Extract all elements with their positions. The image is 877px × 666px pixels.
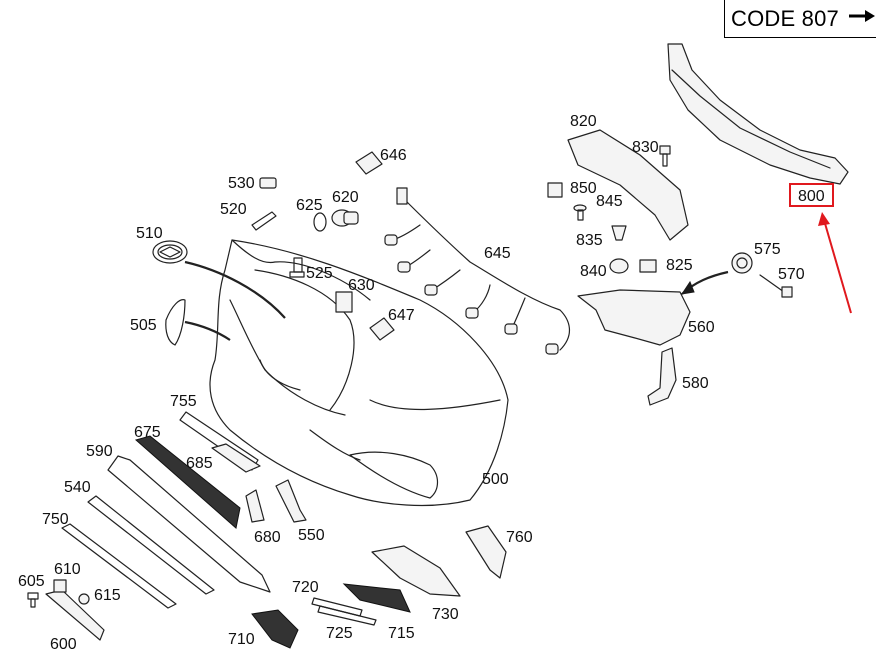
callout-540: 540 <box>64 479 91 496</box>
grommet-840 <box>609 258 629 274</box>
callout-685: 685 <box>186 455 213 472</box>
clip-530 <box>259 177 277 189</box>
bracket-520 <box>251 211 277 231</box>
impact-beam-800 <box>667 43 849 185</box>
pad-646 <box>355 151 383 175</box>
bracket-550 <box>275 479 307 523</box>
callout-520: 520 <box>220 201 247 218</box>
clip-610 <box>53 579 67 593</box>
callout-500: 500 <box>482 471 509 488</box>
pad-647 <box>369 317 395 341</box>
callout-840: 840 <box>580 263 607 280</box>
clip-850 <box>547 182 563 198</box>
callout-600: 600 <box>50 636 77 653</box>
callout-575: 575 <box>754 241 781 258</box>
callout-530: 530 <box>228 175 255 192</box>
grommet-575 <box>731 252 753 274</box>
screw-845 <box>573 204 587 221</box>
bracket-685 <box>211 443 261 473</box>
callout-560: 560 <box>688 319 715 336</box>
callout-725: 725 <box>326 625 353 642</box>
block-630 <box>335 291 353 313</box>
callout-630: 630 <box>348 277 375 294</box>
callout-680: 680 <box>254 529 281 546</box>
bracket-580 <box>647 347 677 406</box>
bolt-830 <box>659 145 671 167</box>
grille-715 <box>342 583 411 613</box>
emblem-510 <box>152 240 188 264</box>
strip-725 <box>317 605 377 626</box>
callout-625: 625 <box>296 197 323 214</box>
screw-615 <box>78 593 90 605</box>
clip-835 <box>611 225 627 241</box>
callout-550: 550 <box>298 527 325 544</box>
callout-675: 675 <box>134 424 161 441</box>
callout-820: 820 <box>570 113 597 130</box>
callout-570: 570 <box>778 266 805 283</box>
callout-720: 720 <box>292 579 319 596</box>
callout-605: 605 <box>18 573 45 590</box>
red-pointer-arrowhead <box>818 212 830 226</box>
callout-646: 646 <box>380 147 407 164</box>
callout-580: 580 <box>682 375 709 392</box>
sensor-620 <box>331 209 359 227</box>
callout-505: 505 <box>130 317 157 334</box>
callout-645: 645 <box>484 245 511 262</box>
callout-615: 615 <box>94 587 121 604</box>
callout-760: 760 <box>506 529 533 546</box>
leader-line-505 <box>184 320 231 341</box>
code-box: CODE 807 <box>724 0 876 38</box>
callout-620: 620 <box>332 189 359 206</box>
callout-730: 730 <box>432 606 459 623</box>
bolt-570 <box>759 274 793 298</box>
callout-510: 510 <box>136 225 163 242</box>
clip-825 <box>639 259 657 273</box>
cover-730 <box>371 545 461 597</box>
callout-845: 845 <box>596 193 623 210</box>
callout-825: 825 <box>666 257 693 274</box>
strip-540 <box>87 495 215 595</box>
screw-525 <box>289 257 305 278</box>
callout-525: 525 <box>306 265 333 282</box>
callout-610: 610 <box>54 561 81 578</box>
bracket-760 <box>465 525 507 579</box>
ring-625 <box>313 212 327 232</box>
bracket-560 <box>577 289 691 346</box>
leader-line-510 <box>184 260 286 319</box>
callout-755: 755 <box>170 393 197 410</box>
cover-710 <box>251 609 299 649</box>
callout-590: 590 <box>86 443 113 460</box>
highlight-box-800 <box>789 183 834 207</box>
frame-590 <box>107 455 271 593</box>
callout-800: 800 <box>798 188 825 205</box>
callout-715: 715 <box>388 625 415 642</box>
bracket-680 <box>245 489 265 523</box>
right-arrow-icon <box>848 9 875 28</box>
callout-830: 830 <box>632 139 659 156</box>
callout-835: 835 <box>576 232 603 249</box>
callout-710: 710 <box>228 631 255 648</box>
code-label: CODE 807 <box>731 5 839 31</box>
grille-675 <box>134 435 241 529</box>
callout-750: 750 <box>42 511 69 528</box>
arrowhead-560 <box>680 280 695 295</box>
callout-647: 647 <box>388 307 415 324</box>
red-pointer-line <box>823 219 852 314</box>
screw-605 <box>27 592 39 608</box>
cap-505 <box>165 299 186 346</box>
wiring-harness-645 <box>384 187 570 355</box>
strip-750 <box>61 523 177 609</box>
bumper-cover-500 <box>209 239 509 507</box>
callout-850: 850 <box>570 180 597 197</box>
bracket-820 <box>567 129 689 241</box>
